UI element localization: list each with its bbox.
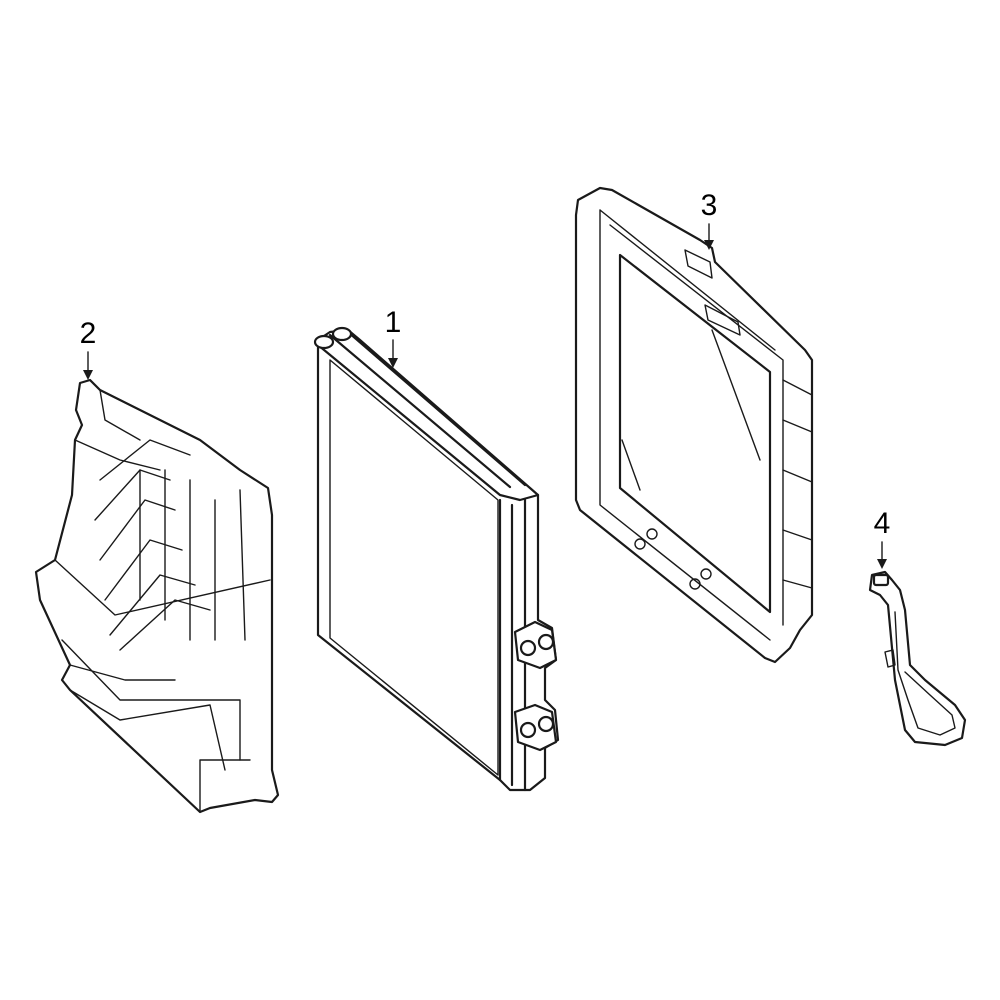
part-1-cap-left [313, 334, 335, 350]
part-3-side-segments [782, 379, 813, 589]
part-3-hole-4 [689, 578, 701, 590]
callout-4-arrowhead [877, 559, 887, 569]
part-3-inner-opening [618, 253, 772, 614]
callout-2-label: 2 [80, 317, 97, 350]
callout-3-arrowhead [704, 240, 714, 250]
part-1-top-tank [316, 330, 540, 502]
callout-2: 2 [80, 317, 97, 380]
part-4-hose[interactable] [868, 570, 967, 747]
part-2-body [34, 378, 280, 814]
callout-4: 4 [874, 507, 891, 569]
part-2-air-duct[interactable] [34, 378, 280, 814]
part-4-outline [868, 570, 967, 747]
part-3-seal-frame[interactable] [574, 186, 814, 664]
part-4-inner [894, 611, 956, 736]
callout-1: 1 [385, 306, 402, 368]
part-1-fittings [513, 620, 558, 752]
part-3-inner-edge [599, 209, 784, 641]
part-2-ribs [54, 389, 271, 813]
callout-3-label: 3 [701, 189, 718, 222]
callout-2-arrowhead [83, 370, 93, 380]
part-1-cap-right [331, 326, 353, 342]
part-4-connector [872, 573, 890, 587]
part-3-outer [574, 186, 814, 664]
part-1-core [329, 359, 499, 776]
part-4-clip [884, 649, 896, 668]
part-3-hole-1 [646, 528, 658, 540]
callout-4-label: 4 [874, 507, 891, 540]
callout-1-label: 1 [385, 306, 402, 339]
part-1-condenser[interactable] [313, 326, 560, 792]
part-3-hole-2 [634, 538, 646, 550]
callout-3: 3 [701, 189, 718, 250]
callout-1-arrowhead [388, 358, 398, 368]
part-3-tabs [621, 249, 761, 491]
part-3-hole-3 [700, 568, 712, 580]
